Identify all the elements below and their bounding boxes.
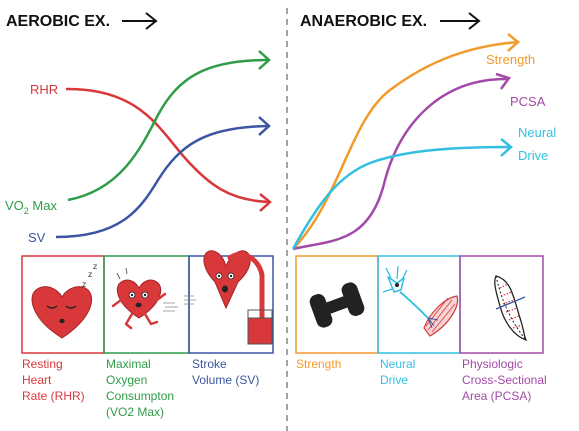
- vo2max-label: VO2 Max: [5, 198, 57, 216]
- pcsa-label: PCSA: [510, 94, 546, 109]
- pumping-heart-icon: [184, 250, 273, 345]
- running-heart-icon: [111, 267, 178, 330]
- sv-curve: [55, 124, 269, 239]
- rhr-label: RHR: [30, 82, 58, 97]
- pcsa-panel: [459, 255, 544, 354]
- rhr-curve: [65, 87, 269, 204]
- anaerobic-title: ANAEROBIC EX.: [300, 13, 427, 30]
- sv-arrowhead-icon: [258, 116, 271, 136]
- vo2max-caption: Maximal Oxygen Consumpton (VO2 Max): [106, 357, 177, 419]
- aerobic-title: AEROBIC EX.: [6, 13, 110, 30]
- neuron-muscle-icon: [382, 265, 459, 337]
- pcsa-curve: [292, 77, 509, 251]
- vo2max-arrowhead-icon: [258, 50, 271, 70]
- strength-caption: Strength: [296, 357, 341, 371]
- vo2max-curve: [67, 58, 269, 202]
- svg-text:z: z: [82, 280, 86, 289]
- neural-drive-label-line2: Drive: [518, 148, 548, 163]
- strength-label: Strength: [486, 52, 535, 67]
- dumbbell-icon: [309, 282, 365, 328]
- neural-drive-arrowhead-icon: [500, 138, 513, 157]
- svg-text:z: z: [93, 262, 97, 271]
- rhr-caption: Resting Heart Rate (RHR): [22, 357, 85, 403]
- anaerobic-arrow-icon: [440, 12, 481, 30]
- anaerobic-curves: [291, 33, 520, 251]
- rhr-arrowhead-icon: [259, 193, 272, 212]
- pcsa-caption: Physiologic Cross-Sectional Area (PCSA): [462, 357, 550, 403]
- aerobic-arrow-icon: [122, 12, 158, 30]
- sv-label: SV: [28, 230, 46, 245]
- sleeping-heart-icon: z z z: [31, 262, 97, 339]
- strength-curve: [292, 40, 519, 250]
- svg-text:z: z: [88, 270, 92, 279]
- neural-drive-curve: [291, 145, 511, 250]
- neural-drive-caption: Neural Drive: [380, 357, 419, 387]
- strength-arrowhead-icon: [507, 33, 520, 52]
- aerobic-curves: [55, 50, 272, 239]
- neural-drive-label-line1: Neural: [518, 125, 556, 140]
- sv-caption: Stroke Volume (SV): [192, 357, 259, 387]
- pcsa-arrowhead-icon: [495, 72, 512, 90]
- muscle-fiber-icon: [494, 275, 528, 342]
